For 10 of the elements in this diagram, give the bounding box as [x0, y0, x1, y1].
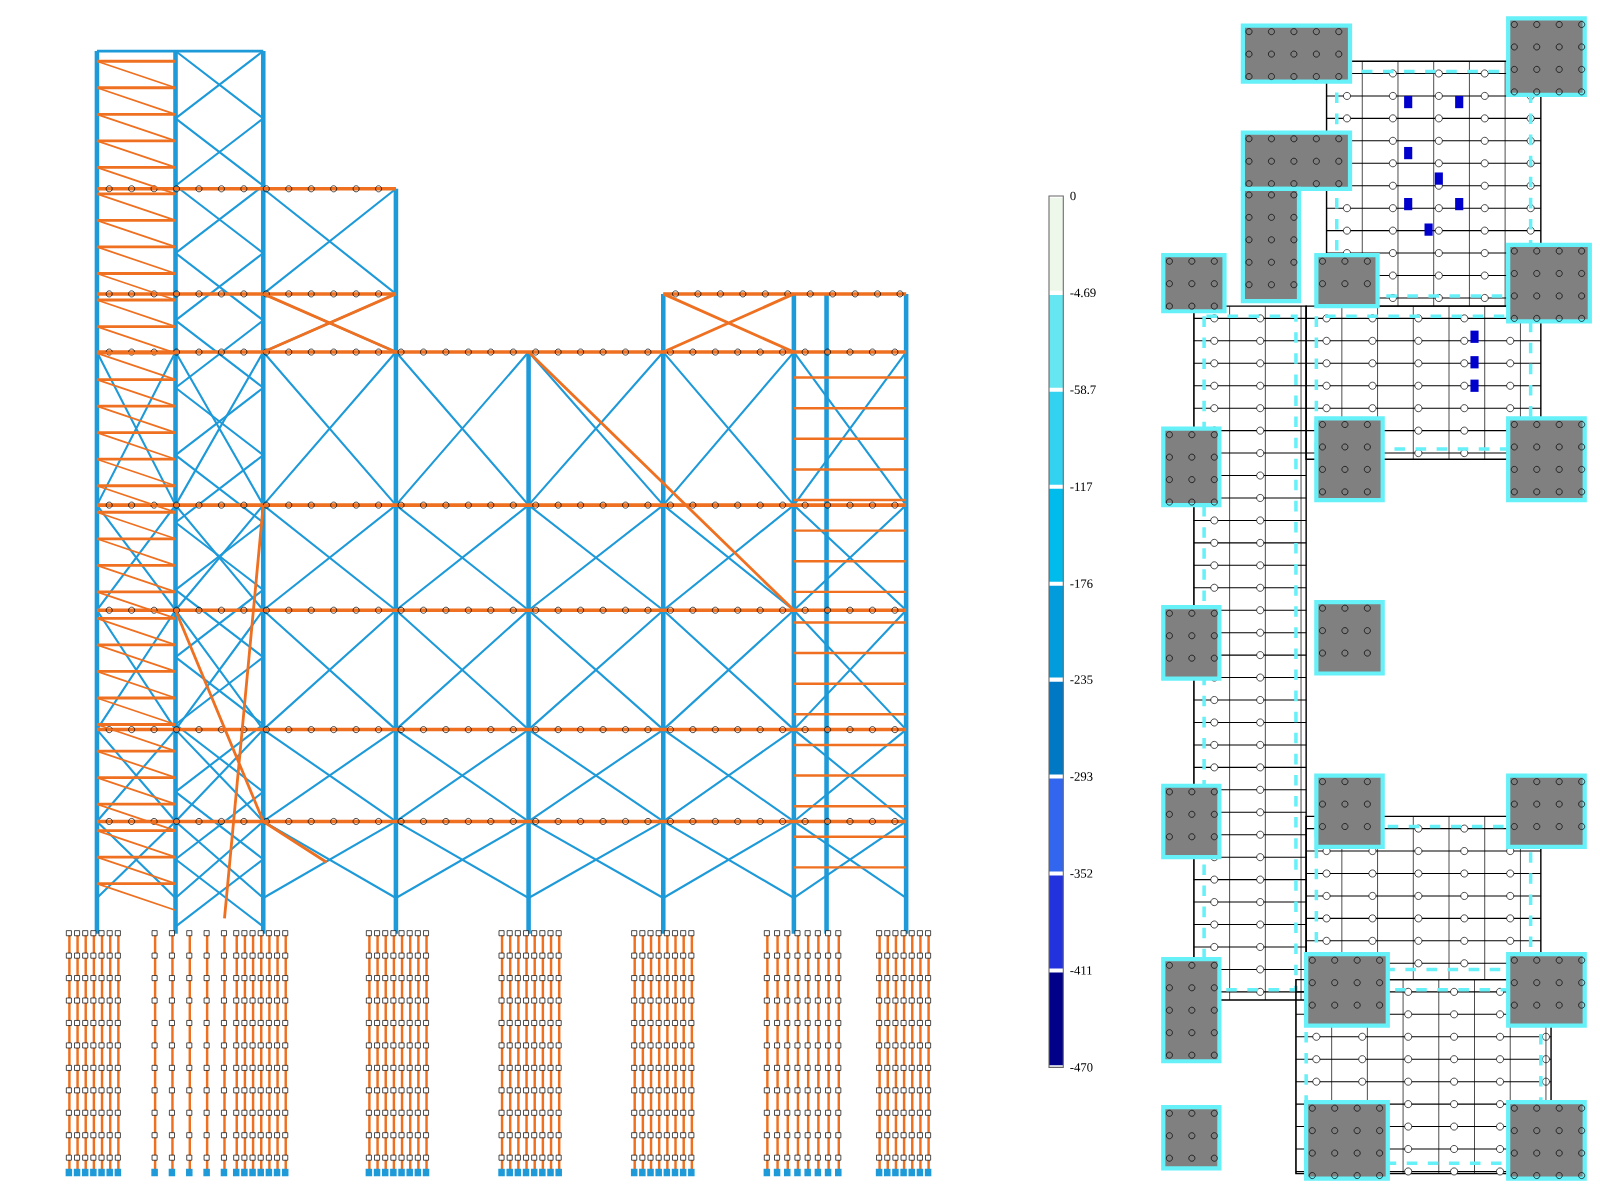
scale-label: -352: [1070, 869, 1093, 878]
scale-label: -4.69: [1070, 288, 1096, 298]
scale-label: -235: [1070, 675, 1093, 684]
scale-label: -58.7: [1070, 385, 1096, 395]
scale-label: -411: [1070, 966, 1092, 975]
scale-label: -176: [1070, 579, 1093, 588]
scale-label: 0: [1070, 191, 1076, 201]
scale-label: -470: [1070, 1063, 1093, 1072]
scale-label: -117: [1070, 482, 1093, 491]
scale-label: -293: [1070, 772, 1093, 781]
